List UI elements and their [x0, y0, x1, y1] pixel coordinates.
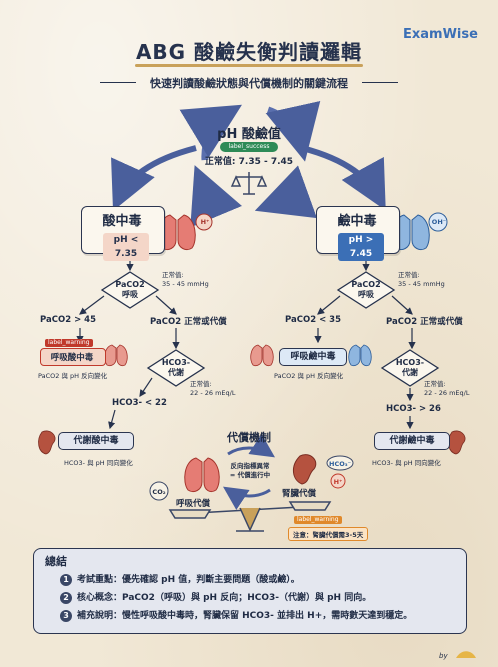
- alk-paco2-normal: 正常值: 35 - 45 mmHg: [398, 271, 445, 288]
- acid-hco3-diamond: [146, 349, 206, 387]
- page-title: ABG 酸鹼失衡判讀邏輯: [135, 40, 363, 64]
- summary-box: [33, 548, 467, 634]
- comp-arrow-bottom: [223, 486, 271, 510]
- success-badge: label_success: [220, 142, 278, 152]
- balance-beam: [168, 501, 332, 532]
- alk-hco3-high: HCO3- > 26: [386, 404, 441, 414]
- acid-hco3-node: HCO3- 代謝: [161, 358, 191, 377]
- summary-item-1: 1 考試重點：優先確認 pH 值，判斷主要問題（酸或鹼）。: [60, 572, 300, 586]
- alk-paco2-node: PaCO2 呼吸: [351, 280, 381, 299]
- compensation-title: 代償機制: [227, 431, 271, 444]
- summary-item-3: 3 補充說明：慢性呼吸酸中毒時，腎臟保留 HCO3- 並排出 H+，需時數天達到穩…: [60, 608, 412, 622]
- alk-paco2-diamond: [336, 271, 396, 309]
- renal-compensation-label: 腎臟代償: [282, 489, 317, 499]
- acid-metab-note: HCO3- 與 pH 同向變化: [64, 459, 133, 467]
- arrow-to-alk: [301, 145, 386, 211]
- summary-item-2: 2 核心概念：PaCO2（呼吸）與 pH 反向；HCO3-（代謝）與 pH 同向。: [60, 590, 371, 604]
- alk-hco3-normal: 正常值: 22 - 26 mEq/L: [424, 380, 470, 397]
- alk-paco2-low: PaCO2 < 35: [285, 315, 341, 325]
- acid-paco2-diamond: [100, 271, 160, 309]
- cycle-arrow-bottom-left: [190, 165, 243, 228]
- title-underline: [135, 64, 363, 67]
- ph-title: pH 酸鹼值: [217, 127, 281, 142]
- comp-arrow-top: [227, 434, 275, 458]
- h-ion-comp-label: H⁺: [333, 478, 343, 486]
- oh-ion-label: OH⁻: [431, 218, 447, 226]
- h-bubble: [330, 473, 346, 489]
- alk-resp-note: PaCO2 與 pH 反向變化: [274, 372, 344, 380]
- alk-resp-lungs-icon: [250, 344, 372, 367]
- summary-title: 總結: [45, 555, 67, 568]
- subtitle-left-rule: [100, 82, 136, 83]
- resp-compensation-label: 呼吸代償: [176, 499, 211, 509]
- alk-hco3-node: HCO3- 代謝: [395, 358, 425, 377]
- comp-kidney-icon: [293, 454, 317, 485]
- co2-bubble: [149, 481, 169, 501]
- ph-normal-range: 正常值: 7.35 - 7.45: [204, 157, 294, 167]
- subtitle: 快速判讀酸鹼狀態與代償機制的關鍵流程: [150, 77, 348, 90]
- brand-logo: ExamWise: [403, 27, 478, 42]
- alk-kidney-icon: [448, 430, 466, 455]
- cycle-arrow-top-right: [265, 100, 321, 162]
- hco3-ion-label: HCO₃⁻: [329, 460, 352, 468]
- acid-resp-result: 呼吸酸中毒: [50, 353, 94, 363]
- acid-resp-lungs-icon: [104, 344, 128, 367]
- footer-by: by: [439, 652, 448, 660]
- summary-text-3: 補充說明：慢性呼吸酸中毒時，腎臟保留 HCO3- 並排出 H+，需時數天達到穩定…: [77, 611, 413, 621]
- acid-paco2-normal-branch: PaCO2 正常或代償: [150, 317, 227, 327]
- scale-icon: [230, 172, 268, 195]
- h-ion-label: H⁺: [200, 218, 210, 226]
- summary-num-2: 2: [60, 591, 72, 604]
- alk-resp-result: 呼吸鹼中毒: [279, 348, 347, 366]
- co2-label: CO₂: [152, 488, 166, 496]
- hco3-bubble: [326, 455, 354, 471]
- arrow-to-acid: [111, 145, 197, 211]
- acid-paco2-normal: 正常值: 35 - 45 mmHg: [162, 271, 209, 288]
- alk-hco3-diamond: [380, 349, 440, 387]
- compensation-center-text: 反向指標異常 = 代償進行中: [229, 462, 271, 479]
- alkalosis-title: 鹼中毒: [337, 214, 377, 229]
- acid-resp-note: PaCO2 與 pH 反向變化: [38, 372, 108, 380]
- comp-lungs-icon: [184, 457, 220, 493]
- alkalosis-range: pH > 7.45: [338, 233, 384, 261]
- subtitle-right-rule: [362, 82, 398, 83]
- footer-mascot-icon: [456, 651, 476, 658]
- acid-warn-tag: label_warning: [45, 339, 93, 347]
- acid-resp-result-box: [40, 348, 106, 366]
- acid-paco2-high: PaCO2 > 45: [40, 315, 96, 325]
- summary-text-2: 核心概念：PaCO2（呼吸）與 pH 反向；HCO3-（代謝）與 pH 同向。: [77, 593, 372, 603]
- alk-metab-result: 代謝鹼中毒: [374, 432, 450, 450]
- alk-paco2-normal-branch: PaCO2 正常或代償: [386, 317, 463, 327]
- acid-hco3-low: HCO3- < 22: [112, 398, 167, 408]
- acid-metab-result: 代謝酸中毒: [58, 432, 134, 450]
- summary-num-1: 1: [60, 573, 72, 586]
- cycle-arrow-bottom-right: [254, 165, 318, 219]
- summary-num-3: 3: [60, 609, 72, 622]
- acidosis-range: pH < 7.35: [103, 233, 149, 261]
- acid-hco3-normal: 正常值: 22 - 26 mEq/L: [190, 380, 236, 397]
- summary-text-1: 考試重點：優先確認 pH 值，判斷主要問題（酸或鹼）。: [77, 575, 300, 585]
- renal-note: 注意：腎臟代償需3-5天: [288, 527, 369, 541]
- alk-metab-note: HCO3- 與 pH 同向變化: [372, 459, 441, 467]
- comp-warn-tag: label_warning: [294, 516, 342, 524]
- acidosis-title: 酸中毒: [102, 214, 142, 229]
- acid-kidney-icon: [38, 430, 56, 455]
- cycle-arrow-top-left: [179, 104, 242, 161]
- acid-paco2-node: PaCO2 呼吸: [115, 280, 145, 299]
